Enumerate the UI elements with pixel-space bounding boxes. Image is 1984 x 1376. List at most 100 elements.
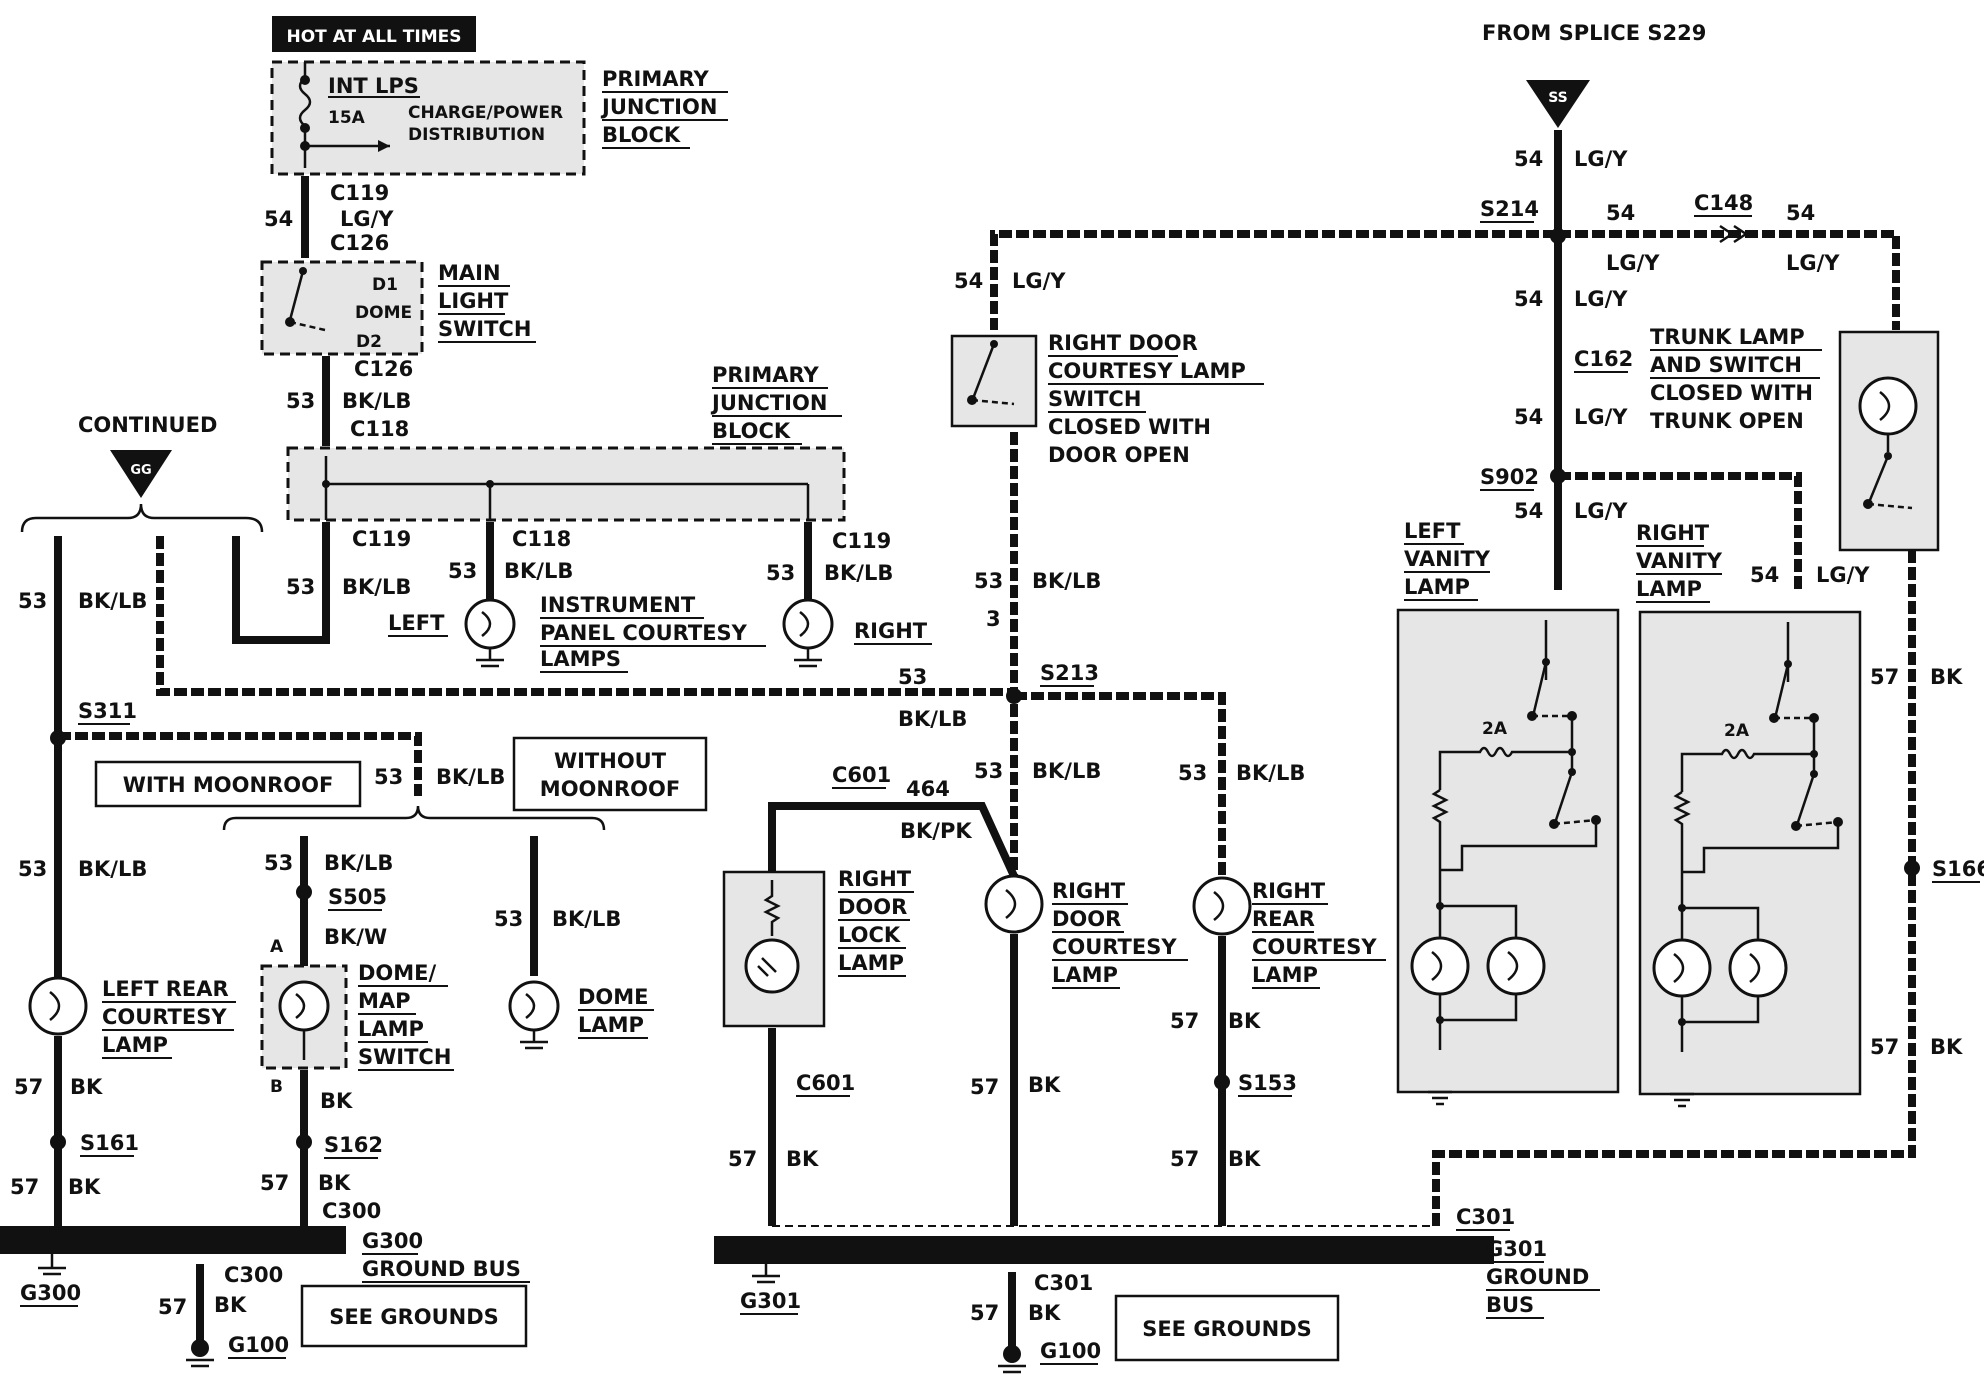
left-vanity-2a-label: 2A: [1482, 719, 1508, 739]
svg-text:BK/PK: BK/PK: [900, 819, 972, 843]
svg-text:LG/Y: LG/Y: [340, 207, 394, 231]
g300-bus-label: G300: [362, 1229, 423, 1253]
right-vanity-2a-label: 2A: [1724, 721, 1750, 741]
c301-label-bus: C301: [1456, 1205, 1515, 1229]
rdcls-label-3: SWITCH: [1048, 387, 1141, 411]
lvl-label-3: LAMP: [1404, 575, 1470, 599]
svg-text:57: 57: [970, 1301, 999, 1325]
ip-left-label: LEFT: [388, 611, 445, 635]
dome-map-label-4: SWITCH: [358, 1045, 451, 1069]
pjb-top-label-3: BLOCK: [602, 123, 681, 147]
svg-text:BK: BK: [1028, 1073, 1061, 1097]
main-light-switch: D1 DOME D2 MAIN LIGHT SWITCH: [260, 260, 536, 356]
svg-text:BK/LB: BK/LB: [552, 907, 621, 931]
s166-label: S166: [1932, 857, 1984, 881]
ip-lamps-label-2: PANEL COURTESY: [540, 621, 748, 645]
s162-splice: [296, 1134, 312, 1150]
svg-text:BK/LB: BK/LB: [78, 857, 147, 881]
rdll-label-1: RIGHT: [838, 867, 912, 891]
svg-text:57: 57: [1170, 1147, 1199, 1171]
svg-text:GG: GG: [130, 463, 151, 478]
without-moonroof-box: [512, 736, 708, 812]
svg-text:57: 57: [970, 1075, 999, 1099]
svg-text:54: 54: [264, 207, 293, 231]
svg-text:BK: BK: [320, 1089, 353, 1113]
svg-text:BK/LB: BK/LB: [342, 389, 411, 413]
s153-splice: [1214, 1074, 1230, 1090]
g300-ground-symbol: [38, 1254, 66, 1276]
c300-label-bus: C300: [322, 1199, 381, 1223]
c119-label-pjb: C119: [352, 527, 411, 551]
g100-label-right: G100: [1040, 1339, 1101, 1363]
dome-lamp-label-1: DOME: [578, 985, 649, 1009]
svg-text:54: 54: [954, 269, 983, 293]
primary-junction-block-top: INT LPS 15A CHARGE/POWER DISTRIBUTION PR…: [270, 60, 728, 176]
c126-label-bottom: C126: [354, 357, 413, 381]
s505-label: S505: [328, 885, 387, 909]
pjb-mid-label-2: JUNCTION: [710, 391, 827, 415]
svg-text:LG/Y: LG/Y: [1574, 499, 1628, 523]
svg-text:BK/LB: BK/LB: [78, 589, 147, 613]
svg-text:53: 53: [494, 907, 523, 931]
svg-text:53: 53: [974, 759, 1003, 783]
moonroof-bracket: [222, 805, 606, 831]
s161-label: S161: [80, 1131, 139, 1155]
charge-power-label: CHARGE/POWER: [408, 103, 563, 123]
g301-ground-symbol: [752, 1264, 780, 1284]
pin-b-label: B: [270, 1077, 283, 1097]
rrcl-label-3: COURTESY: [1252, 935, 1377, 959]
svg-text:BK: BK: [1228, 1009, 1261, 1033]
svg-text:54: 54: [1786, 201, 1815, 225]
s166-splice: [1904, 860, 1920, 876]
svg-text:53: 53: [264, 851, 293, 875]
wire-53-s311-to-moonroof: [58, 732, 422, 796]
main-light-switch-label-2: LIGHT: [438, 289, 509, 313]
c601-label-top: C601: [832, 763, 891, 787]
svg-text:53: 53: [448, 559, 477, 583]
dome-map-lamp-switch: [260, 964, 348, 1070]
svg-text:54: 54: [1514, 287, 1543, 311]
svg-text:LG/Y: LG/Y: [1574, 287, 1628, 311]
svg-text:53: 53: [374, 765, 403, 789]
wire-54-s214-to-trunk: [1558, 230, 1900, 330]
rdcls-label-2: COURTESY LAMP: [1048, 359, 1246, 383]
svg-text:BK: BK: [1930, 1035, 1963, 1059]
svg-text:57: 57: [728, 1147, 757, 1171]
svg-text:57: 57: [1170, 1009, 1199, 1033]
with-moonroof-label: WITH MOONROOF: [123, 773, 334, 797]
rdcl-label-3: COURTESY: [1052, 935, 1177, 959]
c300-label-g100: C300: [224, 1263, 283, 1287]
d2-label: D2: [356, 332, 382, 352]
hot-at-all-times-label: HOT AT ALL TIMES: [287, 27, 462, 47]
lvl-label-2: VANITY: [1404, 547, 1491, 571]
svg-text:LG/Y: LG/Y: [1606, 251, 1660, 275]
right-door-lock-lamp: [722, 870, 826, 1028]
svg-text:LG/Y: LG/Y: [1786, 251, 1840, 275]
svg-text:54: 54: [1750, 563, 1779, 587]
left-vanity-lamp: [1396, 608, 1620, 1106]
ip-lamps-label-1: INSTRUMENT: [540, 593, 696, 617]
right-door-courtesy-lamp-switch: [950, 334, 1038, 428]
svg-text:BK/W: BK/W: [324, 925, 387, 949]
pjb-mid-label-1: PRIMARY: [712, 363, 820, 387]
s162-label: S162: [324, 1133, 383, 1157]
lrcl-label-3: LAMP: [102, 1033, 168, 1057]
svg-text:53: 53: [766, 561, 795, 585]
svg-text:54: 54: [1514, 147, 1543, 171]
svg-text:53: 53: [974, 569, 1003, 593]
lrcl-label-1: LEFT REAR: [102, 977, 229, 1001]
svg-text:53: 53: [898, 665, 927, 689]
rdcl-label-4: LAMP: [1052, 963, 1118, 987]
svg-text:53: 53: [18, 857, 47, 881]
rdcls-label-1: RIGHT DOOR: [1048, 331, 1198, 355]
g100-label-left: G100: [228, 1333, 289, 1357]
svg-text:BK/LB: BK/LB: [1236, 761, 1305, 785]
see-grounds-box-right: [1114, 1294, 1340, 1362]
c148-label: C148: [1694, 191, 1753, 215]
pin-3-label: 3: [986, 607, 1001, 631]
c118-label-top: C118: [350, 417, 409, 441]
c119-label-ip: C119: [832, 529, 891, 553]
d1-label: D1: [372, 275, 398, 295]
wire-54-s214-to-rdcls: [990, 230, 1556, 330]
svg-text:BK: BK: [318, 1171, 351, 1195]
